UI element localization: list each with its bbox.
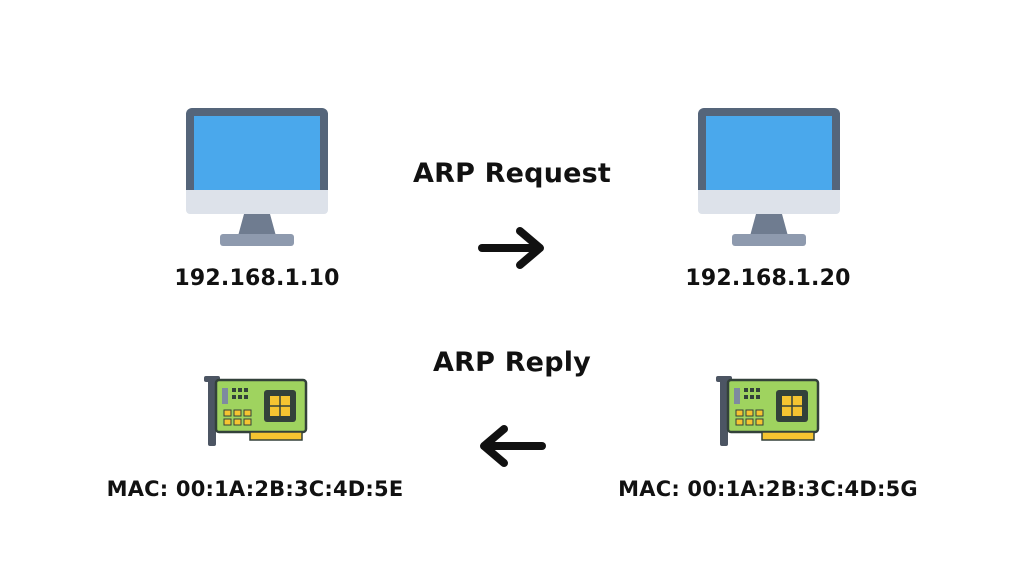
- right-arrow-icon: [478, 226, 548, 270]
- left-monitor-icon: [186, 108, 328, 248]
- left-arrow-icon: [476, 424, 546, 468]
- left-host-mac: MAC: 00:1A:2B:3C:4D:5E: [106, 477, 404, 501]
- left-network-card-icon: [204, 376, 308, 448]
- arp-request-label: ARP Request: [412, 158, 612, 189]
- right-host-ip: 192.168.1.20: [685, 266, 851, 291]
- right-host-mac: MAC: 00:1A:2B:3C:4D:5G: [618, 477, 918, 501]
- left-host-ip: 192.168.1.10: [174, 266, 340, 291]
- right-monitor-icon: [698, 108, 840, 248]
- arp-reply-label: ARP Reply: [433, 347, 591, 378]
- right-network-card-icon: [716, 376, 820, 448]
